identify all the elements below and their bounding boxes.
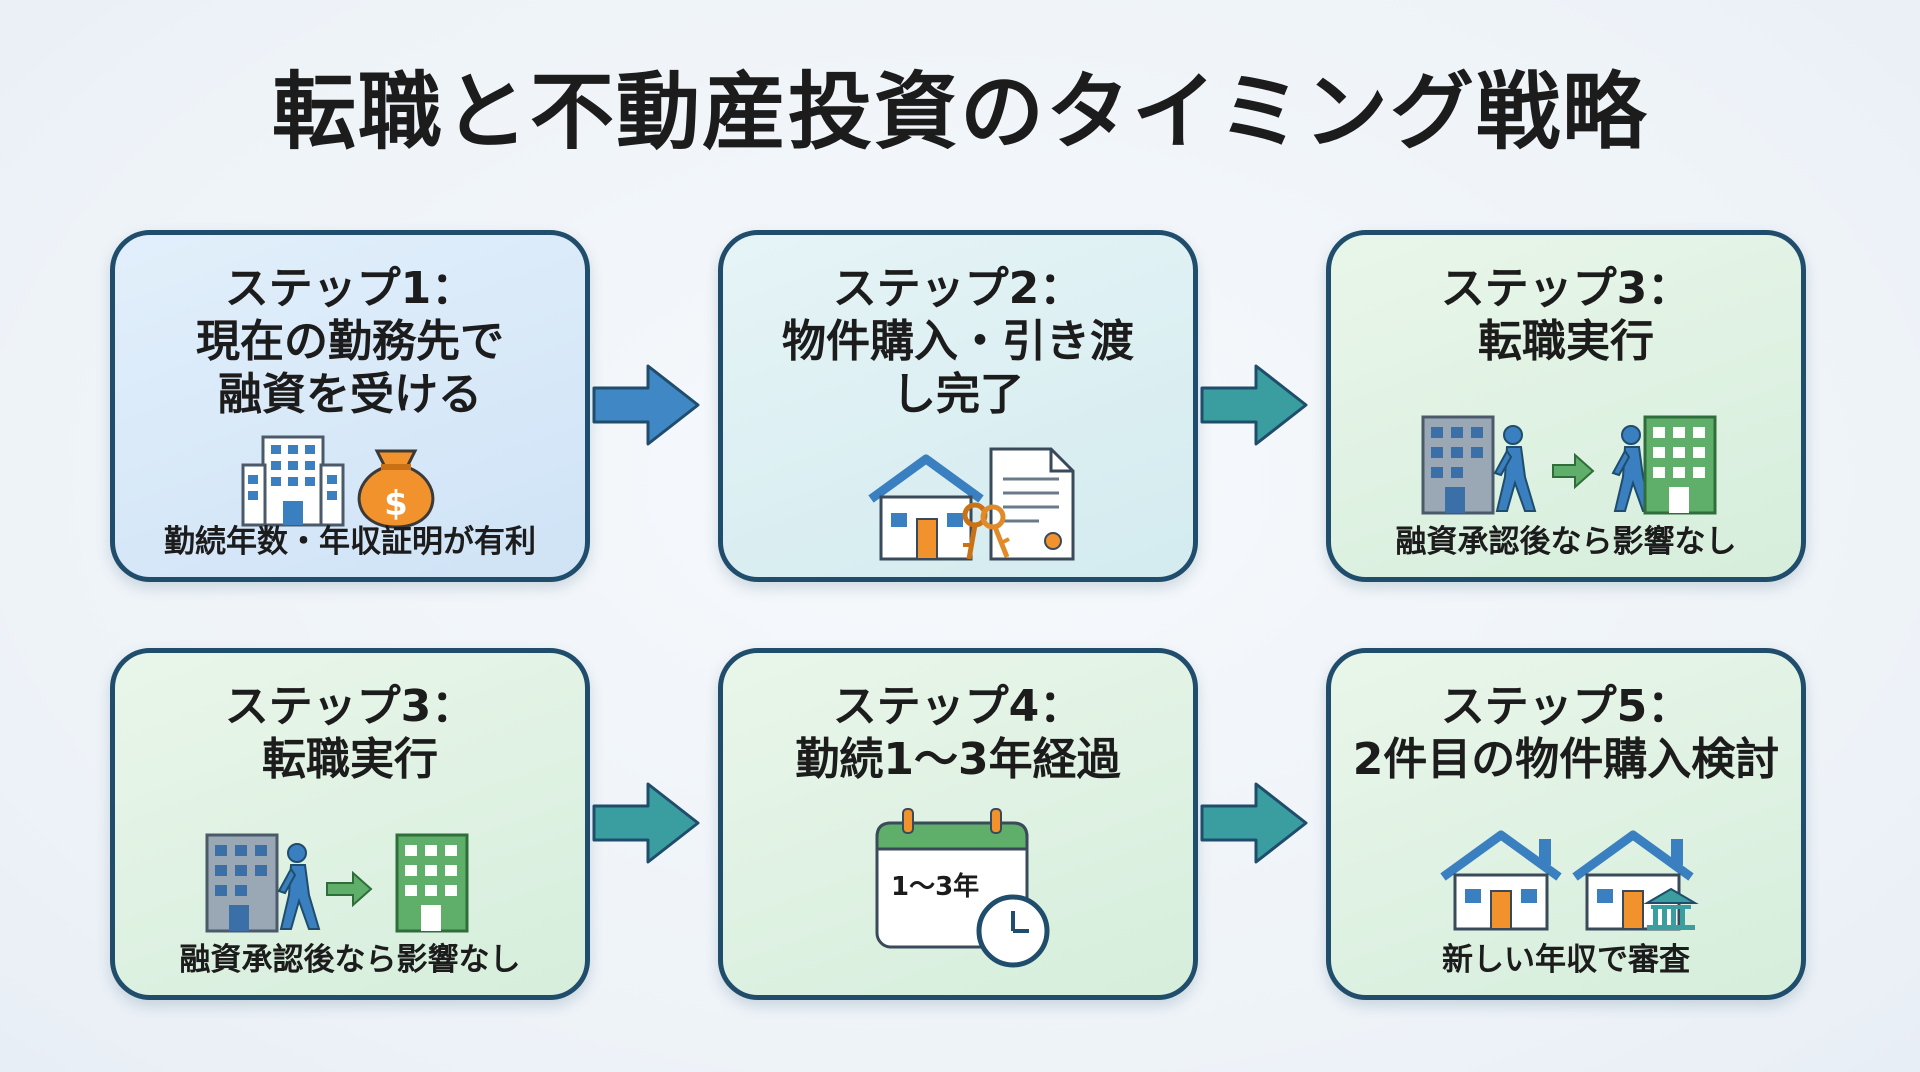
old-office-icon — [1421, 415, 1495, 515]
step-title-line: 現在の勤務先で — [196, 315, 504, 367]
step-card-6: ステップ5： 2件目の物件購入検討 新しい年収で審査 — [1326, 648, 1806, 1000]
arrow-right-icon — [326, 870, 373, 908]
step-illustration — [205, 833, 469, 933]
calendar-period: 1〜3年 — [891, 871, 979, 902]
step-title-line: 転職実行 — [262, 733, 438, 785]
step-label: ステップ3： — [1440, 263, 1692, 314]
step-caption: 融資承認後なら影響なし — [179, 942, 521, 978]
arrow-right-icon — [1200, 782, 1308, 864]
step-title-line: し完了 — [892, 368, 1024, 420]
arrow-right-icon — [592, 782, 700, 864]
step-caption: 勤続年数・年収証明が有利 — [164, 524, 536, 560]
house-icon — [1440, 830, 1562, 931]
clock-icon — [976, 894, 1050, 968]
step-label: ステップ2： — [832, 263, 1084, 314]
step-illustration: 1〜3年 — [875, 808, 1050, 968]
step-title-line: 物件購入・引き渡 — [782, 315, 1134, 367]
step-card-3: ステップ3： 転職実行 — [1326, 230, 1806, 582]
old-office-icon — [205, 833, 279, 933]
house-icon — [868, 454, 984, 561]
step-title: ステップ3： 転職実行 — [115, 681, 585, 787]
arrow-right-icon — [592, 364, 700, 446]
step-title: ステップ2： 物件購入・引き渡 し完了 — [723, 263, 1193, 421]
step-label: ステップ5： — [1440, 681, 1692, 732]
step-illustration — [868, 447, 1075, 561]
step-card-4: ステップ3： 転職実行 — [110, 648, 590, 1000]
step-illustration — [1440, 830, 1699, 931]
money-bag-icon: $ — [357, 449, 435, 529]
step-card-1: ステップ1： 現在の勤務先で 融資を受ける $ 勤続年数・年収証明が有利 — [110, 230, 590, 582]
step-title: ステップ4： 勤続1〜3年経過 — [723, 681, 1193, 787]
dollar-sign: $ — [384, 484, 408, 524]
keys-icon — [962, 502, 1010, 560]
step-caption: 新しい年収で審査 — [1442, 942, 1690, 978]
step-label: ステップ3： — [224, 681, 476, 732]
step-card-2: ステップ2： 物件購入・引き渡 し完了 — [718, 230, 1198, 582]
step-illustration — [1421, 415, 1717, 515]
walking-person-icon — [277, 843, 321, 930]
step-label: ステップ1： — [224, 263, 476, 314]
step-title-line: 転職実行 — [1478, 315, 1654, 367]
step-title: ステップ5： 2件目の物件購入検討 — [1331, 681, 1801, 787]
contract-document-icon — [989, 447, 1075, 561]
page-title: 転職と不動産投資のタイミング戦略 — [271, 63, 1648, 161]
step-label: ステップ4： — [832, 681, 1084, 732]
new-office-icon — [1643, 415, 1717, 515]
step-card-5: ステップ4： 勤続1〜3年経過 1〜3年 — [718, 648, 1198, 1000]
step-title-line: 勤続1〜3年経過 — [795, 733, 1121, 785]
step-title: ステップ3： 転職実行 — [1331, 263, 1801, 369]
new-office-icon — [395, 833, 469, 933]
office-building-icon — [241, 435, 345, 527]
step-title: ステップ1： 現在の勤務先で 融資を受ける — [115, 263, 585, 421]
step-title-line: 融資を受ける — [218, 368, 482, 420]
walking-person-icon — [1493, 425, 1537, 512]
step-title-line: 2件目の物件購入検討 — [1352, 733, 1780, 785]
bank-icon — [1643, 887, 1699, 930]
arrow-right-icon — [1552, 452, 1595, 490]
step-caption: 融資承認後なら影響なし — [1395, 524, 1737, 560]
step-illustration: $ — [241, 435, 435, 529]
arrow-right-icon — [1200, 364, 1308, 446]
